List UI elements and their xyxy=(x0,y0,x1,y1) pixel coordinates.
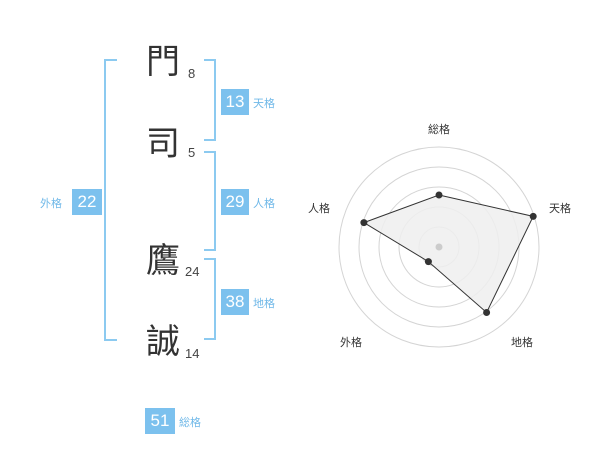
chikaku-bracket xyxy=(204,258,216,340)
tenkaku-label: 天格 xyxy=(253,97,275,110)
radar-axis-label-tenkaku: 天格 xyxy=(549,202,571,215)
tenkaku-value: 13 xyxy=(221,89,249,115)
jinkaku-label: 人格 xyxy=(253,197,275,210)
radar-axis-label-soukaku: 総格 xyxy=(428,123,450,136)
chikaku-label: 地格 xyxy=(253,297,275,310)
radar-data-point xyxy=(483,309,491,316)
radar-axis-label-gaikaku: 外格 xyxy=(340,336,362,349)
soukaku-label: 総格 xyxy=(179,416,201,429)
name-char-4: 誠 xyxy=(146,322,180,362)
radar-grid-ring xyxy=(358,166,520,328)
radar-data-point xyxy=(529,212,537,220)
stroke-count-1: 8 xyxy=(188,66,196,81)
soukaku-value: 51 xyxy=(145,408,175,434)
gaikaku-bracket xyxy=(104,59,117,341)
name-char-2: 司 xyxy=(146,124,180,164)
radar-data-polygon xyxy=(362,194,534,314)
gaikaku-label: 外格 xyxy=(40,197,62,210)
radar-grid-ring xyxy=(338,146,540,348)
stroke-count-2: 5 xyxy=(188,145,196,160)
stroke-count-4: 14 xyxy=(185,346,200,361)
radar-data-point xyxy=(424,258,432,266)
name-char-3: 鷹 xyxy=(146,241,180,281)
name-char-1: 門 xyxy=(146,42,180,82)
radar-center-dot xyxy=(435,243,443,251)
jinkaku-bracket xyxy=(204,151,216,251)
stroke-count-3: 24 xyxy=(185,264,200,279)
radar-data-point xyxy=(435,191,443,199)
radar-axis-label-jinkaku: 人格 xyxy=(308,202,330,215)
radar-data-point xyxy=(360,219,368,227)
chikaku-value: 38 xyxy=(221,289,249,315)
jinkaku-value: 29 xyxy=(221,189,249,215)
radar-axis-label-chikaku: 地格 xyxy=(511,336,533,349)
tenkaku-bracket xyxy=(204,59,216,141)
gaikaku-value: 22 xyxy=(72,189,102,215)
